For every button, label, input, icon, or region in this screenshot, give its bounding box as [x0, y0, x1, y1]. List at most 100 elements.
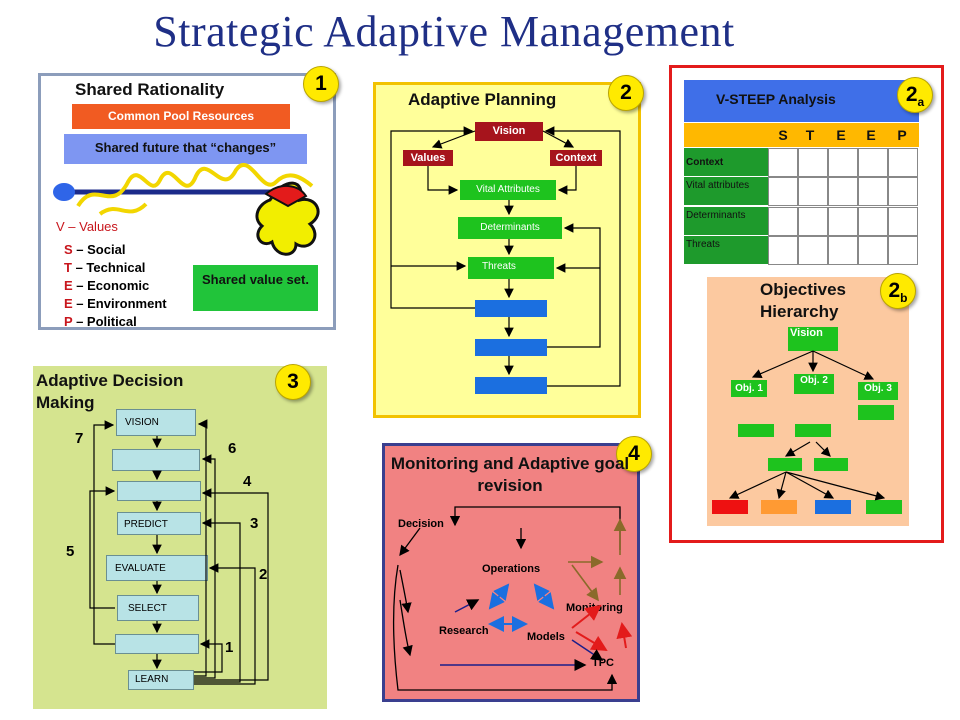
hierarchy-node — [858, 405, 894, 420]
vsteep-cell — [858, 177, 888, 206]
decision-label: Decision — [398, 518, 444, 530]
adaptive-planning-title: Adaptive Planning — [408, 90, 557, 109]
decision-step-learn: LEARN — [128, 670, 194, 690]
vsteep-cell — [828, 236, 858, 265]
decision-step-7 — [115, 634, 199, 654]
hierarchy-leaf-blue — [815, 500, 851, 514]
hierarchy-leaf-green — [866, 500, 902, 514]
steep-item-environment: E – Environment — [64, 296, 167, 311]
panel-badge-1: 1 — [303, 66, 339, 102]
vsteep-cell — [828, 148, 858, 177]
panel-badge-2b: 2b — [880, 273, 916, 309]
vsteep-cell — [768, 148, 798, 177]
steep-legend: S – Social T – Technical E – Economic E … — [64, 241, 167, 331]
vsteep-row-label-2: Determinants — [684, 207, 768, 235]
models-label: Models — [527, 631, 565, 643]
monitoring-title: Monitoring and Adaptive goal revision — [390, 454, 630, 495]
hierarchy-vision-box: Vision — [788, 327, 838, 351]
objectives-hierarchy-title: Objectives Hierarchy — [760, 280, 846, 321]
decision-step-select: SELECT — [117, 595, 199, 621]
loop-number-1: 1 — [225, 639, 234, 656]
vsteep-cell — [858, 236, 888, 265]
vsteep-row-label-3: Threats — [684, 236, 768, 264]
vsteep-cell — [768, 207, 798, 236]
panel-badge-3: 3 — [275, 364, 311, 400]
vsteep-column-3: E — [866, 127, 876, 143]
operations-label: Operations — [482, 563, 541, 575]
decision-step-2 — [112, 449, 200, 471]
vsteep-row-label-1: Vital attributes — [684, 177, 768, 205]
values-line: V – Values — [56, 219, 118, 234]
values-label: V – Values — [56, 219, 118, 234]
vsteep-column-4: P — [897, 127, 907, 143]
vsteep-cell — [798, 148, 828, 177]
panel-badge-2a: 2a — [897, 77, 933, 113]
hierarchy-node — [768, 458, 802, 471]
research-label: Research — [439, 625, 489, 637]
vsteep-cell — [828, 177, 858, 206]
shared-rationality-title: Shared Rationality — [75, 80, 225, 99]
decision-step-vision: VISION — [116, 409, 196, 436]
steep-item-social: S – Social — [64, 242, 126, 257]
objective-1-box: Obj. 1 — [731, 380, 767, 397]
page-title: Strategic Adaptive Management — [153, 7, 735, 56]
hierarchy-leaf-orange — [761, 500, 797, 514]
decision-step-3 — [117, 481, 201, 501]
analysis-group-frame — [669, 65, 944, 543]
panel-badge-4: 4 — [616, 436, 652, 472]
hierarchy-node — [795, 424, 831, 437]
vsteep-cell — [798, 207, 828, 236]
vsteep-cell — [888, 236, 918, 265]
vsteep-header — [684, 80, 919, 122]
panel-badge-2: 2 — [608, 75, 644, 111]
hierarchy-node — [738, 424, 774, 437]
shared-future-box: Shared future that “changes” — [64, 134, 307, 164]
vsteep-column-2: E — [836, 127, 846, 143]
vsteep-column-1: T — [805, 127, 815, 143]
steep-item-technical: T – Technical — [64, 260, 146, 275]
common-pool-resources-box: Common Pool Resources — [72, 104, 290, 129]
vsteep-title: V-STEEP Analysis — [716, 91, 836, 107]
vsteep-cell — [888, 207, 918, 236]
loop-number-4: 4 — [243, 473, 252, 490]
decision-step-predict: PREDICT — [117, 512, 201, 535]
loop-number-5: 5 — [66, 543, 75, 560]
loop-number-7: 7 — [75, 430, 84, 447]
vsteep-cell — [798, 177, 828, 206]
decision-step-evaluate: EVALUATE — [106, 555, 208, 581]
objective-3-box: Obj. 3 — [858, 382, 898, 400]
vsteep-cell — [858, 207, 888, 236]
steep-item-economic: E – Economic — [64, 278, 150, 293]
planning-values-box: Values — [403, 150, 453, 166]
steep-item-political: P – Political — [64, 314, 137, 329]
loop-number-2: 2 — [259, 566, 268, 583]
loop-number-6: 6 — [228, 440, 237, 457]
shared-value-set-box: Shared value set. — [193, 265, 318, 311]
determinants-box: Determinants — [458, 217, 562, 239]
planning-vision-box: Vision — [475, 122, 543, 141]
vsteep-cell — [858, 148, 888, 177]
vital-attributes-box: Vital Attributes — [460, 180, 556, 200]
loop-number-3: 3 — [250, 515, 259, 532]
vsteep-row-label-0: Context — [684, 148, 768, 176]
vsteep-cell — [768, 236, 798, 265]
vsteep-column-0: S — [778, 127, 788, 143]
planning-blue-box-2 — [475, 339, 547, 356]
planning-blue-box-1 — [475, 300, 547, 317]
hierarchy-leaf-red — [712, 500, 748, 514]
vsteep-cell — [888, 177, 918, 206]
objective-2-box: Obj. 2 — [794, 374, 834, 394]
hierarchy-node — [814, 458, 848, 471]
vsteep-cell — [888, 148, 918, 177]
adaptive-decision-title: Adaptive Decision Making — [36, 371, 184, 412]
threats-box: Threats — [468, 257, 554, 279]
vsteep-column-header-row — [684, 123, 919, 147]
planning-blue-box-3 — [475, 377, 547, 394]
vsteep-cell — [798, 236, 828, 265]
planning-context-box: Context — [550, 150, 602, 166]
